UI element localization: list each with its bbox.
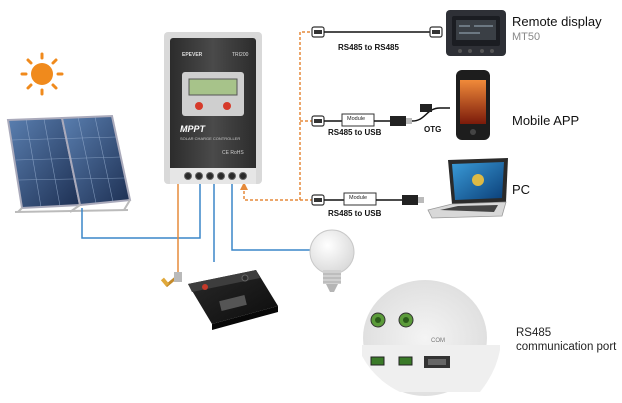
remote-display-title: Remote display [512,14,602,29]
remote-cable-label: RS485 to RS485 [338,43,399,52]
com-label: COM [431,338,445,344]
rs485-port-caption-line1: RS485 [516,327,552,339]
mobile-app-title: Mobile APP [512,113,580,128]
charge-controller [164,32,262,184]
mobile-module-label: Module [347,116,366,122]
smartphone-icon [456,70,490,140]
rs485-port-caption: RS485 communication port [516,326,616,354]
controller-marks: CE RoHS [222,150,244,156]
temperature-sensor-icon [160,272,182,288]
battery-icon [188,270,278,330]
remote-display-model: MT50 [512,31,541,43]
laptop-icon [427,158,508,219]
light-bulb-icon [309,229,355,292]
controller-subtitle: SOLAR CHARGE CONTROLLER [180,136,241,141]
controller-brand: EPEVER [182,52,203,58]
rs485-cable-icon [311,26,443,38]
remote-display-icon [446,10,506,56]
rs485-usb-cable-icon [311,104,450,127]
load-wire [231,184,320,251]
rs485-port-caption-line2: communication port [516,341,617,353]
controller-product: MPPT [180,124,206,134]
com-port-icon [362,280,500,396]
otg-label: OTG [424,125,442,134]
sun-icon [20,52,64,96]
solar-panel-icon [6,114,132,213]
pc-cable-label: RS485 to USB [328,209,382,218]
panel-wire [81,184,201,239]
controller-model: TRI200 [232,52,249,58]
pc-module-label: Module [349,195,368,201]
pc-title: PC [512,182,531,197]
mobile-cable-label: RS485 to USB [328,128,382,137]
pc-usb-cable-icon [311,192,424,206]
